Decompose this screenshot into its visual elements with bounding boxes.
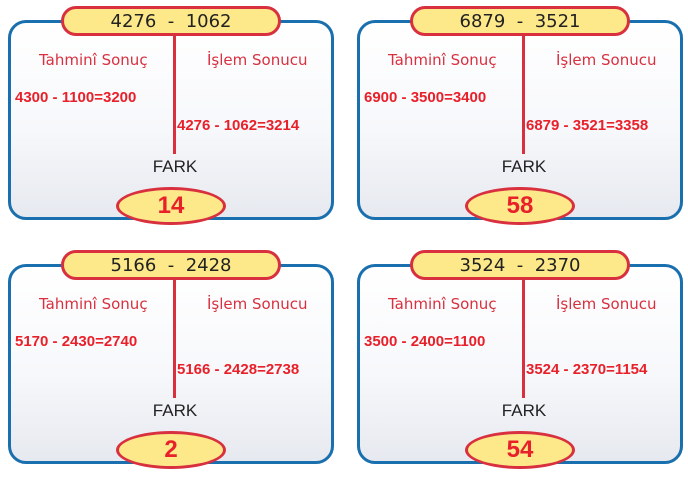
estimate-equation: 5170 - 2430=2740 <box>15 333 138 350</box>
result-equation: 5166 - 2428=2738 <box>177 361 300 378</box>
panel-4: 3524 - 2370 Tahminî Sonuç İşlem Sonucu 3… <box>357 250 683 469</box>
estimate-header: Tahminî Sonuç <box>388 51 497 69</box>
estimate-header: Tahminî Sonuç <box>39 295 148 313</box>
result-header: İşlem Sonucu <box>556 295 657 313</box>
panel-3: 5166 - 2428 Tahminî Sonuç İşlem Sonucu 5… <box>8 250 334 469</box>
operation-title: 5166 - 2428 <box>61 250 281 280</box>
fark-label: FARK <box>501 401 547 420</box>
estimate-equation: 3500 - 2400=1100 <box>364 333 486 350</box>
fark-label: FARK <box>501 157 547 176</box>
divider-line <box>173 36 176 154</box>
estimate-header: Tahminî Sonuç <box>388 295 497 313</box>
result-equation: 3524 - 2370=1154 <box>526 361 648 378</box>
difference-value: 58 <box>465 187 575 225</box>
divider-line <box>522 280 525 398</box>
estimate-equation: 4300 - 1100=3200 <box>15 89 137 106</box>
difference-value: 54 <box>465 431 575 469</box>
result-equation: 6879 - 3521=3358 <box>526 117 649 134</box>
panel-1: 4276 - 1062 Tahminî Sonuç İşlem Sonucu 4… <box>8 6 334 225</box>
estimate-header: Tahminî Sonuç <box>39 51 148 69</box>
result-equation: 4276 - 1062=3214 <box>177 117 300 134</box>
result-header: İşlem Sonucu <box>207 51 308 69</box>
divider-line <box>173 280 176 398</box>
result-header: İşlem Sonucu <box>207 295 308 313</box>
operation-title: 4276 - 1062 <box>61 6 281 36</box>
difference-value: 14 <box>116 187 226 225</box>
difference-value: 2 <box>116 431 226 469</box>
fark-label: FARK <box>152 401 198 420</box>
operation-title: 3524 - 2370 <box>410 250 630 280</box>
divider-line <box>522 36 525 154</box>
result-header: İşlem Sonucu <box>556 51 657 69</box>
fark-label: FARK <box>152 157 198 176</box>
operation-title: 6879 - 3521 <box>410 6 630 36</box>
estimate-equation: 6900 - 3500=3400 <box>364 89 487 106</box>
panel-2: 6879 - 3521 Tahminî Sonuç İşlem Sonucu 6… <box>357 6 683 225</box>
